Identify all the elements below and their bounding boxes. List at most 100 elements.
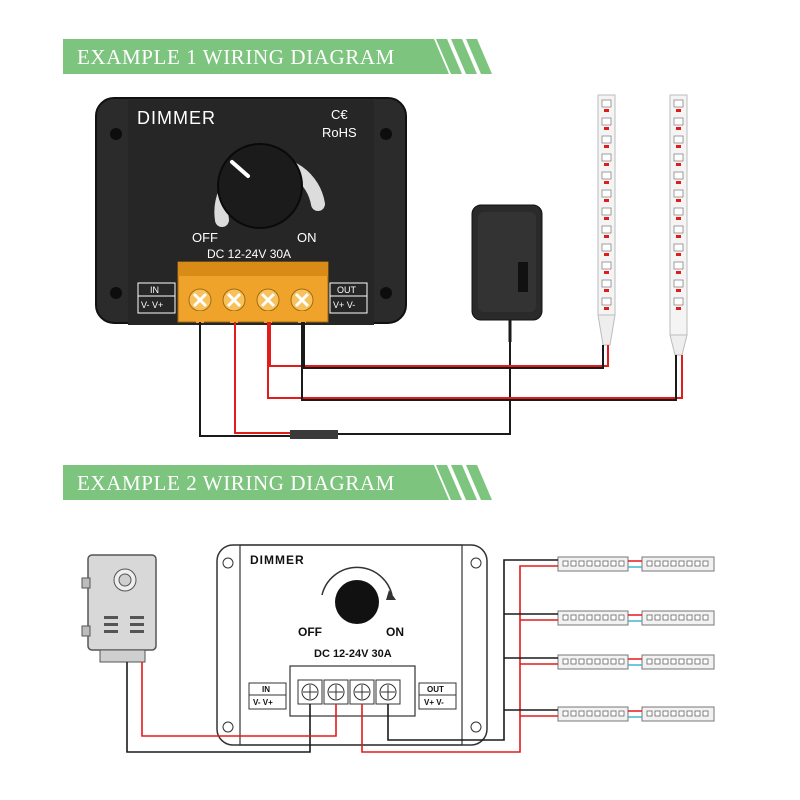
resistor bbox=[676, 145, 681, 148]
mounting-hole bbox=[110, 287, 122, 299]
led-chip bbox=[610, 658, 617, 665]
example2-banner: EXAMPLE 2 WIRING DIAGRAM bbox=[63, 465, 492, 500]
led-chip bbox=[618, 560, 625, 567]
led-chip bbox=[673, 279, 684, 288]
led-chip bbox=[602, 658, 609, 665]
resistor bbox=[676, 307, 681, 310]
led-chip bbox=[618, 710, 625, 717]
terminal-block bbox=[289, 665, 416, 717]
resistor bbox=[604, 307, 609, 310]
led-strip-1 bbox=[597, 94, 616, 346]
led-strip-segment bbox=[641, 556, 715, 572]
led-chip bbox=[670, 710, 677, 717]
led-chip bbox=[673, 243, 684, 252]
led-chip bbox=[670, 614, 677, 621]
out-terminal-label-box bbox=[329, 282, 368, 314]
led-chip bbox=[654, 614, 661, 621]
power-adapter bbox=[471, 204, 543, 342]
resistor bbox=[604, 163, 609, 166]
mounting-hole bbox=[380, 287, 392, 299]
dimmer-title: DIMMER bbox=[250, 553, 305, 567]
led-chip bbox=[601, 99, 612, 108]
led-chip bbox=[562, 658, 569, 665]
resistor bbox=[604, 289, 609, 292]
on-label: ON bbox=[386, 625, 404, 639]
led-chip bbox=[673, 225, 684, 234]
resistor bbox=[676, 271, 681, 274]
led-chip bbox=[570, 614, 577, 621]
led-chip bbox=[673, 297, 684, 306]
dimmer-knob bbox=[217, 143, 303, 229]
terminal-screw bbox=[188, 288, 212, 312]
off-label: OFF bbox=[298, 625, 322, 639]
led-chip bbox=[646, 560, 653, 567]
led-chip bbox=[673, 117, 684, 126]
resistor bbox=[604, 127, 609, 130]
led-chip bbox=[601, 243, 612, 252]
led-strip-segment bbox=[641, 706, 715, 722]
led-chip bbox=[673, 261, 684, 270]
dc-connector bbox=[290, 430, 338, 439]
led-chip bbox=[594, 710, 601, 717]
rating-label: DC 12-24V 30A bbox=[207, 247, 291, 261]
dimmer-knob bbox=[335, 580, 379, 624]
led-strip-segment bbox=[641, 654, 715, 670]
led-chip bbox=[601, 279, 612, 288]
led-chip bbox=[562, 710, 569, 717]
resistor bbox=[604, 253, 609, 256]
led-strip-2 bbox=[669, 94, 688, 356]
led-chip bbox=[694, 614, 701, 621]
power-supply bbox=[81, 554, 157, 663]
led-chip bbox=[662, 614, 669, 621]
mounting-hole bbox=[110, 128, 122, 140]
rating-label: DC 12-24V 30A bbox=[314, 648, 392, 660]
led-chip bbox=[578, 710, 585, 717]
led-chip bbox=[673, 99, 684, 108]
resistor bbox=[604, 145, 609, 148]
led-chip bbox=[618, 658, 625, 665]
resistor bbox=[676, 217, 681, 220]
led-chip bbox=[678, 560, 685, 567]
led-chip bbox=[618, 614, 625, 621]
led-chip bbox=[586, 560, 593, 567]
in-terminal-label-box bbox=[137, 282, 176, 314]
resistor bbox=[604, 199, 609, 202]
led-chip bbox=[694, 658, 701, 665]
led-chip bbox=[562, 560, 569, 567]
led-chip bbox=[601, 297, 612, 306]
resistor bbox=[676, 127, 681, 130]
resistor bbox=[676, 181, 681, 184]
dimmer-title: DIMMER bbox=[137, 108, 216, 128]
led-chip bbox=[570, 710, 577, 717]
on-label: ON bbox=[297, 230, 317, 245]
led-chip bbox=[601, 135, 612, 144]
led-chip bbox=[654, 710, 661, 717]
resistor bbox=[604, 271, 609, 274]
led-chip bbox=[662, 710, 669, 717]
example1-banner-text: EXAMPLE 1 WIRING DIAGRAM bbox=[77, 45, 395, 69]
out-terminal-label-box bbox=[418, 682, 457, 710]
resistor bbox=[676, 163, 681, 166]
example1-wires bbox=[199, 322, 683, 439]
led-chip bbox=[601, 261, 612, 270]
led-chip bbox=[678, 710, 685, 717]
led-chip bbox=[601, 207, 612, 216]
led-chip bbox=[570, 658, 577, 665]
led-chip bbox=[654, 560, 661, 567]
led-chip bbox=[678, 614, 685, 621]
led-chip bbox=[610, 614, 617, 621]
example1-banner: EXAMPLE 1 WIRING DIAGRAM bbox=[63, 39, 492, 74]
led-chip bbox=[654, 658, 661, 665]
in-terminals: V- V+ bbox=[253, 698, 273, 707]
resistor bbox=[604, 181, 609, 184]
led-chip bbox=[646, 710, 653, 717]
out-terminals: V+ V- bbox=[333, 300, 355, 310]
led-chip bbox=[601, 117, 612, 126]
led-chip bbox=[594, 614, 601, 621]
led-chip bbox=[678, 658, 685, 665]
led-chip bbox=[578, 658, 585, 665]
led-chip bbox=[670, 560, 677, 567]
led-strip-segment bbox=[557, 556, 629, 572]
off-label: OFF bbox=[192, 230, 218, 245]
resistor bbox=[676, 253, 681, 256]
